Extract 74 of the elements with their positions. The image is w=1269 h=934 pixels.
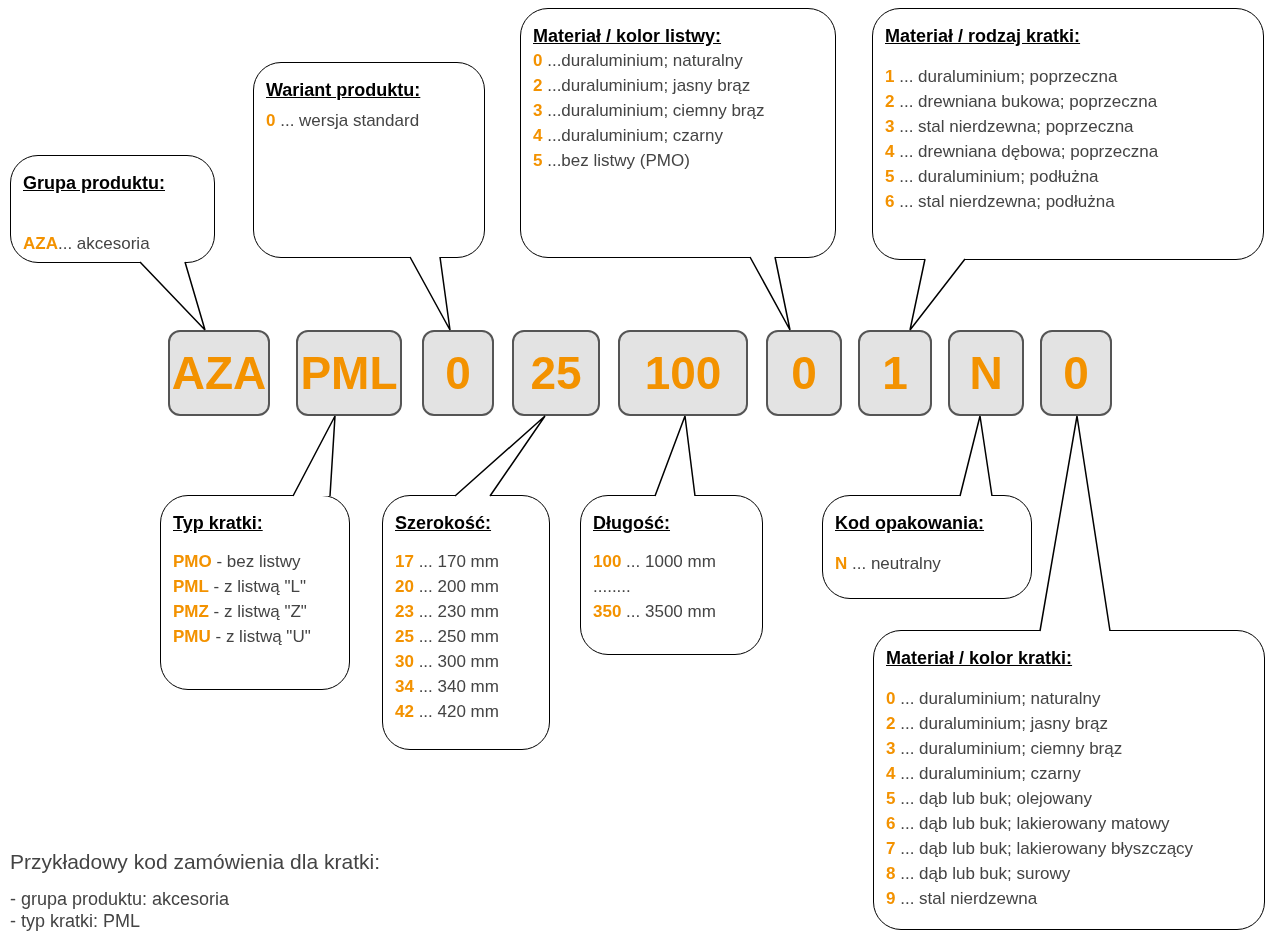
speech-bubble [160, 495, 350, 690]
option-text: 1 ... duraluminium; poprzeczna [885, 66, 1118, 88]
code-box: 0 [422, 330, 494, 416]
option-text: 5 ... duraluminium; podłużna [885, 166, 1099, 188]
option-text: 23 ... 230 mm [395, 601, 499, 623]
code-box: PML [296, 330, 402, 416]
bubble-heading: Szerokość: [395, 512, 492, 535]
speech-bubble-tail [959, 415, 993, 497]
code-box: 25 [512, 330, 600, 416]
code-box: AZA [168, 330, 270, 416]
option-text: 0 ... wersja standard [266, 110, 420, 132]
speech-bubble-tail [749, 256, 791, 331]
option-text: 5 ...bez listwy (PMO) [533, 150, 690, 172]
option-text: 5 ... dąb lub buk; olejowany [886, 788, 1093, 810]
speech-bubble [822, 495, 1032, 599]
speech-bubble-tail [139, 261, 206, 331]
option-text: PML - z listwą "L" [173, 576, 306, 598]
speech-bubble-tail [454, 415, 546, 497]
note-text: Przykładowy kod zamówienia dla kratki: [10, 849, 380, 875]
option-text: 8 ... dąb lub buk; surowy [886, 863, 1071, 885]
option-text: 0 ...duraluminium; naturalny [533, 50, 743, 72]
option-text: 4 ... duraluminium; czarny [886, 763, 1081, 785]
option-text: 350 ... 3500 mm [593, 601, 716, 623]
option-text: 0 ... duraluminium; naturalny [886, 688, 1101, 710]
option-text: 6 ... dąb lub buk; lakierowany matowy [886, 813, 1170, 835]
option-text: 20 ... 200 mm [395, 576, 499, 598]
option-text: PMZ - z listwą "Z" [173, 601, 307, 623]
code-box: 100 [618, 330, 748, 416]
option-text: 3 ...duraluminium; ciemny brąz [533, 100, 765, 122]
bubble-heading: Materiał / rodzaj kratki: [885, 25, 1081, 48]
option-text: 4 ... drewniana dębowa; poprzeczna [885, 141, 1159, 163]
note-text: - typ kratki: PML [10, 909, 142, 932]
speech-bubble-tail [1039, 415, 1111, 632]
option-text: PMO - bez listwy [173, 551, 301, 573]
option-text: 4 ...duraluminium; czarny [533, 125, 723, 147]
speech-bubble-tail [654, 415, 696, 497]
option-text: 3 ... duraluminium; ciemny brąz [886, 738, 1123, 760]
speech-bubble [580, 495, 763, 655]
speech-bubble-tail [292, 415, 336, 497]
bubble-heading: Długość: [593, 512, 670, 535]
option-text: 2 ... drewniana bukowa; poprzeczna [885, 91, 1158, 113]
option-text: 6 ... stal nierdzewna; podłużna [885, 191, 1115, 213]
option-text: 25 ... 250 mm [395, 626, 499, 648]
code-box: 0 [766, 330, 842, 416]
option-text: 100 ... 1000 mm [593, 551, 716, 573]
speech-bubble [253, 62, 485, 258]
speech-bubble-tail [909, 258, 966, 331]
option-text: N ... neutralny [835, 553, 941, 575]
bubble-heading: Grupa produktu: [23, 172, 165, 195]
option-text: 34 ... 340 mm [395, 676, 499, 698]
speech-bubble [873, 630, 1265, 930]
option-text: 7 ... dąb lub buk; lakierowany błyszczący [886, 838, 1194, 860]
bubble-heading: Materiał / kolor listwy: [533, 25, 722, 48]
option-text: 9 ... stal nierdzewna [886, 888, 1038, 910]
option-text: 2 ...duraluminium; jasny brąz [533, 75, 751, 97]
bubble-heading: Kod opakowania: [835, 512, 984, 535]
option-text: AZA... akcesoria [23, 233, 150, 255]
option-text: 2 ... duraluminium; jasny brąz [886, 713, 1109, 735]
speech-bubble [872, 8, 1264, 260]
bubble-heading: Materiał / kolor kratki: [886, 647, 1073, 670]
note-text: - grupa produktu: akcesoria [10, 887, 231, 910]
code-box: 1 [858, 330, 932, 416]
option-text: 17 ... 170 mm [395, 551, 499, 573]
option-text: ........ [593, 576, 631, 598]
bubble-heading: Typ kratki: [173, 512, 263, 535]
code-box: 0 [1040, 330, 1112, 416]
speech-bubble [520, 8, 836, 258]
option-text: 42 ... 420 mm [395, 701, 499, 723]
option-text: PMU - z listwą "U" [173, 626, 311, 648]
option-text: 30 ... 300 mm [395, 651, 499, 673]
code-box: N [948, 330, 1024, 416]
bubble-heading: Wariant produktu: [266, 79, 421, 102]
option-text: 3 ... stal nierdzewna; poprzeczna [885, 116, 1134, 138]
speech-bubble-tail [409, 256, 451, 331]
